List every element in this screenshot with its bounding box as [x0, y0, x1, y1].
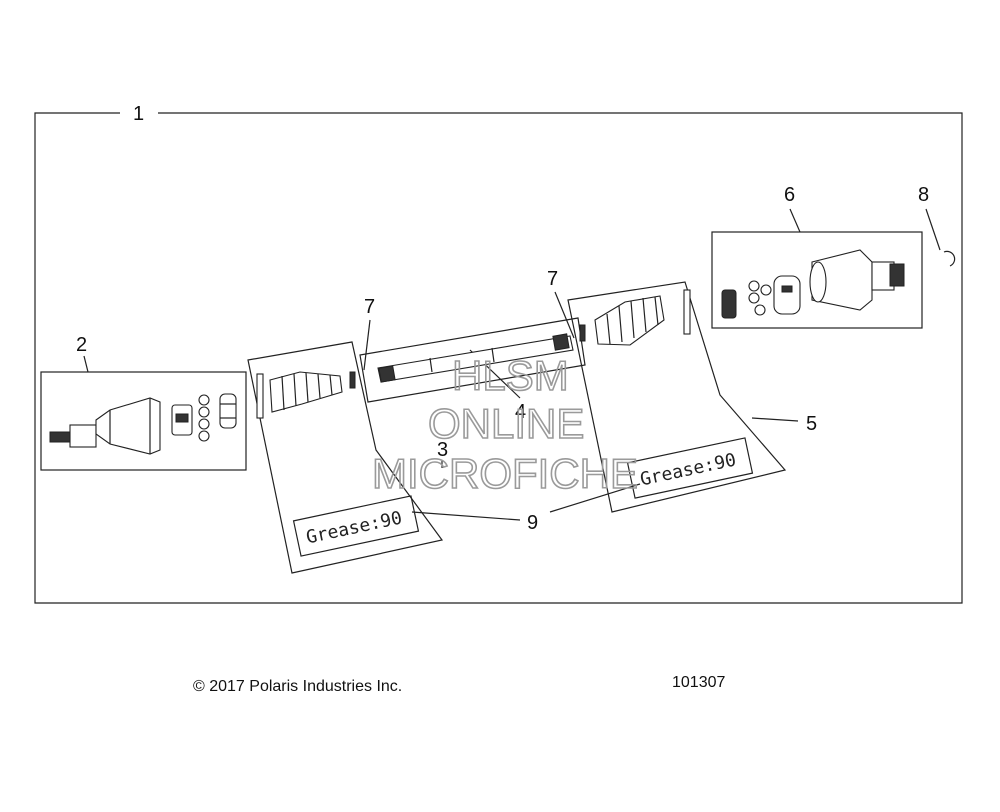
inner-boot-kit-panel: [567, 281, 787, 513]
outer-cv-joint: [49, 393, 237, 455]
outer-cv-joint-box: [40, 371, 247, 471]
grease-label-right: Grease:90: [626, 437, 754, 499]
callout-7-left[interactable]: 7: [364, 296, 375, 318]
callout-1[interactable]: 1: [133, 103, 144, 125]
callout-9[interactable]: 9: [527, 512, 538, 534]
outer-boot: [256, 371, 356, 419]
svg-text:ONLINE: ONLINE: [428, 400, 584, 447]
diagram-number: 101307: [672, 674, 726, 691]
callout-2[interactable]: 2: [76, 334, 87, 356]
axle-shaft: [377, 333, 574, 383]
inner-cv-joint-box: [711, 231, 923, 329]
svg-text:Grease:90: Grease:90: [638, 450, 738, 491]
svg-text:Grease:90: Grease:90: [304, 508, 404, 549]
grease-label-left: Grease:90: [292, 495, 420, 557]
assembly-frame: [34, 112, 963, 604]
callout-4[interactable]: 4: [515, 401, 526, 423]
callout-6[interactable]: 6: [784, 184, 795, 206]
inner-cv-joint: [721, 249, 905, 319]
outer-boot-kit-panel: [247, 341, 444, 574]
callout-8[interactable]: 8: [918, 184, 929, 206]
callout-5[interactable]: 5: [806, 413, 817, 435]
inner-boot: [579, 289, 691, 346]
watermark: HLSM ONLINE MICROFICHE: [371, 351, 639, 498]
callout-7-right[interactable]: 7: [547, 268, 558, 290]
circlip: [943, 250, 956, 267]
shaft-panel: [359, 317, 586, 403]
svg-text:HLSM: HLSM: [452, 352, 569, 399]
copyright-text: © 2017 Polaris Industries Inc.: [193, 678, 403, 695]
svg-text:MICROFICHE: MICROFICHE: [372, 450, 638, 497]
callout-3[interactable]: 3: [437, 439, 448, 461]
